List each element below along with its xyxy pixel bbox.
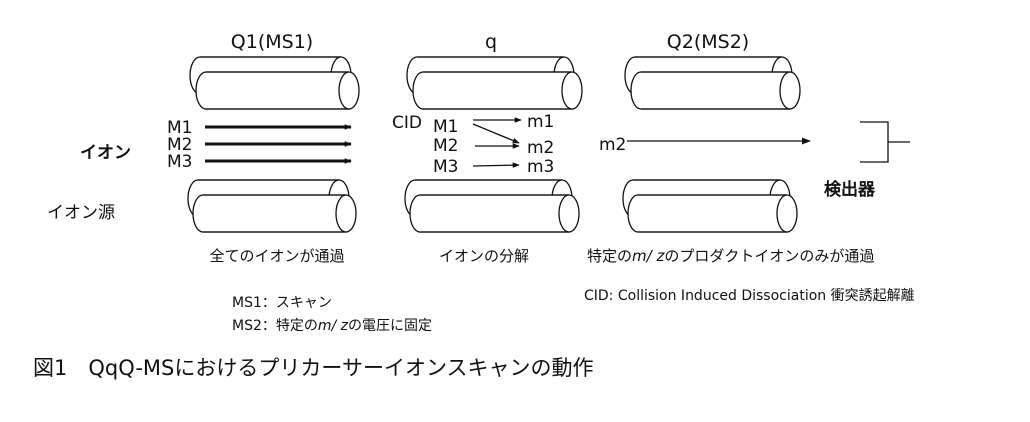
q1-ion-m3: M3 xyxy=(167,152,192,172)
q-product-m2: m2 xyxy=(527,138,554,158)
q-precursor-m1: M1 xyxy=(433,117,458,137)
q-precursor-m3: M3 xyxy=(433,157,458,177)
ion-label: イオン xyxy=(80,143,131,163)
stage-caption-q2: 特定のm/ zのプロダクトイオンのみが通過 xyxy=(587,247,874,265)
q1-rod-bottom-front xyxy=(192,194,357,233)
note-cid: CID: Collision Induced Dissociation 衝突誘起… xyxy=(584,287,915,304)
q1-rod-top-front xyxy=(195,71,360,110)
stage-caption-q: イオンの分解 xyxy=(439,247,529,265)
q-arrow-m1-m2 xyxy=(472,123,520,144)
note-ms2: MS2：特定のm/ zの電圧に固定 xyxy=(232,318,432,334)
stage-title-q2: Q2(MS2) xyxy=(667,31,749,53)
ion-source-label: イオン源 xyxy=(47,203,115,223)
q-product-m3: m3 xyxy=(527,157,554,177)
q-rod-top-front xyxy=(412,71,583,110)
quadrupole-rods xyxy=(187,56,801,233)
detector-label: 検出器 xyxy=(824,179,876,200)
note-ms1: MS1：スキャン xyxy=(232,295,332,311)
stage-title-q1: Q1(MS1) xyxy=(231,31,313,53)
q-product-m1: m1 xyxy=(527,112,554,132)
q2-rod-top-front xyxy=(630,71,801,110)
stage-caption-q1: 全てのイオンが通過 xyxy=(209,247,344,265)
q1-ion-m1: M1 xyxy=(167,118,192,138)
detector-icon xyxy=(860,121,910,163)
cid-label: CID xyxy=(392,113,422,133)
stage-title-q: q xyxy=(485,31,497,53)
q2-ion-m2: m2 xyxy=(599,135,626,155)
q2-rod-bottom-front xyxy=(627,194,798,233)
q-precursor-m2: M2 xyxy=(433,136,458,156)
figure-caption: 図1 QqQ-MSにおけるプリカーサーイオンスキャンの動作 xyxy=(33,356,594,380)
q-rod-bottom-front xyxy=(409,194,580,233)
q1-ion-m2: M2 xyxy=(167,135,192,155)
q-arrow-m3-m3 xyxy=(472,162,520,168)
